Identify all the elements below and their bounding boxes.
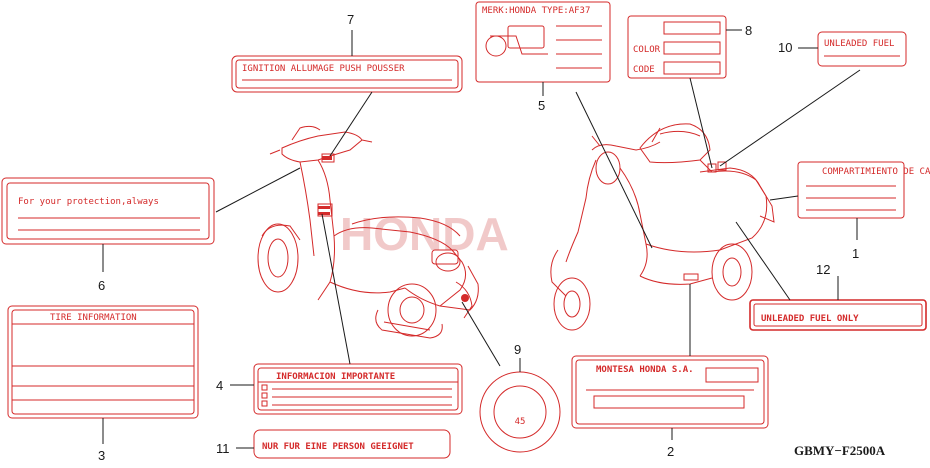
label-8-code: CODE xyxy=(633,65,655,75)
label-plate-8: COLOR CODE xyxy=(627,15,727,79)
label-plate-5: MERK:HONDA TYPE:AF37 xyxy=(475,1,611,83)
callout-6: 6 xyxy=(98,278,105,293)
label-3-text: TIRE INFORMATION xyxy=(50,313,137,323)
callout-2: 2 xyxy=(667,444,674,459)
label-5-text: MERK:HONDA TYPE:AF37 xyxy=(482,6,590,16)
scooter-left-illustration xyxy=(257,125,479,339)
label-12-text: UNLEADED FUEL ONLY xyxy=(761,314,859,324)
label-plate-10: UNLEADED FUEL xyxy=(817,31,907,67)
callout-7: 7 xyxy=(347,12,354,27)
callout-3: 3 xyxy=(98,448,105,463)
sticker-marker-front xyxy=(318,206,330,209)
honda-watermark: HONDA xyxy=(340,208,509,260)
label-plate-6: For your protection,always xyxy=(1,177,215,245)
scooter-right-illustration xyxy=(550,123,775,331)
callout-12: 12 xyxy=(816,262,830,277)
sticker-marker-handlebar xyxy=(322,156,332,160)
label-plate-4: INFORMACION IMPORTANTE xyxy=(253,363,463,415)
callout-numbers: 7 5 8 10 6 1 12 4 9 3 11 2 xyxy=(98,12,859,463)
label-7-text: IGNITION ALLUMAGE PUSH POUSSER xyxy=(242,64,405,74)
label-plate-9: 45 xyxy=(479,371,561,453)
callout-4: 4 xyxy=(216,378,223,393)
leader-lines xyxy=(102,29,861,449)
label-6-text: For your protection,always xyxy=(18,197,159,207)
sticker-marker-front-2 xyxy=(318,212,330,215)
label-1-text: COMPARTIMIENTO DE CARGA xyxy=(822,167,930,177)
callout-11: 11 xyxy=(216,441,230,456)
callout-5: 5 xyxy=(538,98,545,113)
label-11-text: NUR FUR EINE PERSON GEEIGNET xyxy=(262,442,414,452)
rear-reflector-marker xyxy=(461,294,469,302)
callout-10: 10 xyxy=(778,40,792,55)
label-plate-11: NUR FUR EINE PERSON GEEIGNET xyxy=(253,429,451,459)
label-plate-3: TIRE INFORMATION xyxy=(7,305,199,419)
callout-8: 8 xyxy=(745,23,752,38)
label-plate-1: COMPARTIMIENTO DE CARGA xyxy=(797,161,930,219)
label-plate-2: MONTESA HONDA S.A. xyxy=(571,355,769,429)
label-2-text: MONTESA HONDA S.A. xyxy=(596,365,694,375)
label-plate-12: UNLEADED FUEL ONLY xyxy=(749,299,927,331)
label-plate-7: IGNITION ALLUMAGE PUSH POUSSER xyxy=(231,55,463,93)
callout-9: 9 xyxy=(514,342,521,357)
label-10-text: UNLEADED FUEL xyxy=(824,39,894,49)
callout-1: 1 xyxy=(852,246,859,261)
figure-code: GBMY−F2500A xyxy=(794,443,886,458)
label-9-text: 45 xyxy=(515,417,526,427)
label-8-color: COLOR xyxy=(633,45,661,55)
label-4-text: INFORMACION IMPORTANTE xyxy=(276,372,395,382)
